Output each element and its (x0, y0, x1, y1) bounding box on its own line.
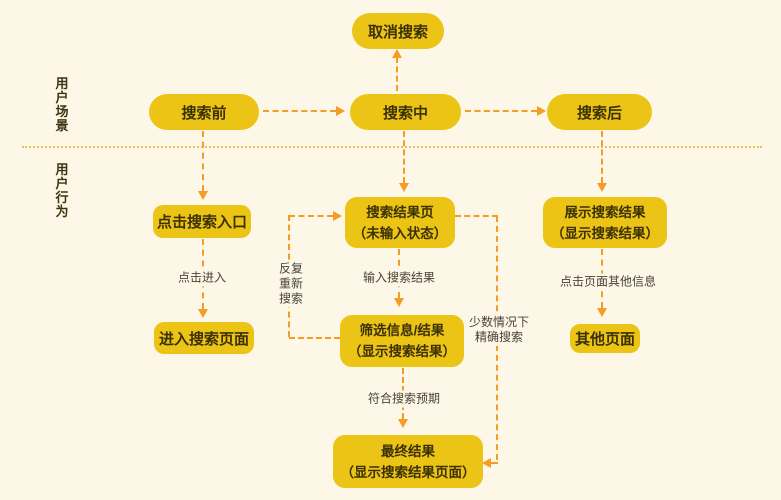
arrowhead-icon (198, 309, 208, 318)
node-click-search-entry: 点击搜索入口 (153, 205, 251, 238)
edge-label-line: 精确搜索 (474, 330, 524, 344)
arrowhead-icon (399, 183, 409, 192)
edge-line (465, 110, 537, 112)
edge-line (403, 131, 405, 183)
edge-line (263, 110, 336, 112)
arrowhead-icon (597, 183, 607, 192)
node-line: （显示搜索结果页面） (340, 464, 476, 480)
arrowhead-icon (394, 298, 404, 307)
node-cancel-search: 取消搜索 (352, 13, 444, 49)
arrowhead-icon (198, 191, 208, 200)
edge-line (289, 215, 333, 217)
edge-label-line: 少数情况下 (468, 315, 530, 329)
lane-label-user-scenario: 用户场景 (55, 76, 69, 133)
edge-label-line: 搜索 (278, 291, 304, 306)
edge-line (491, 462, 498, 464)
node-line: 搜索结果页 (366, 204, 434, 220)
node-other-page: 其他页面 (570, 324, 640, 353)
arrowhead-icon (333, 211, 342, 221)
lane-divider (22, 146, 762, 148)
edge-line (455, 215, 498, 217)
edge-label-input-results: 输入搜索结果 (359, 269, 439, 287)
arrowhead-icon (336, 106, 345, 116)
node-line: 展示搜索结果 (564, 204, 646, 220)
edge-label-line: 重新 (278, 276, 304, 291)
node-in-search: 搜索中 (350, 94, 461, 130)
edge-label-repeat-search: 反复 重新 搜索 (275, 260, 307, 308)
node-line: 筛选信息/结果 (359, 323, 445, 338)
arrowhead-icon (597, 308, 607, 317)
edge-line (289, 337, 340, 339)
edge-label-click-other-info: 点击页面其他信息 (556, 273, 660, 291)
edge-line (202, 131, 204, 191)
arrowhead-icon (398, 419, 408, 428)
node-line: （显示搜索结果） (551, 225, 659, 241)
node-enter-search-page: 进入搜索页面 (154, 322, 254, 354)
edge-label-meets-expectation: 符合搜索预期 (364, 390, 444, 408)
node-line: （显示搜索结果） (348, 344, 456, 359)
arrowhead-icon (482, 458, 491, 468)
edge-label-line: 反复 (278, 261, 304, 276)
edge-label-precise-search: 少数情况下 精确搜索 (465, 314, 533, 346)
edge-line (396, 57, 398, 91)
lane-label-user-behavior: 用户行为 (55, 162, 69, 219)
edge-line (601, 131, 603, 183)
node-post-search: 搜索后 (547, 94, 652, 130)
node-line: （未输入状态） (352, 225, 448, 241)
node-filter-results: 筛选信息/结果 （显示搜索结果） (340, 315, 464, 367)
node-search-results-page: 搜索结果页 （未输入状态） (345, 197, 455, 248)
node-final-result: 最终结果 （显示搜索结果页面） (333, 435, 483, 488)
node-show-search-results: 展示搜索结果 （显示搜索结果） (543, 197, 667, 248)
node-line: 最终结果 (381, 443, 435, 459)
node-pre-search: 搜索前 (149, 94, 259, 130)
arrowhead-icon (392, 49, 402, 58)
edge-label-click-enter: 点击进入 (174, 269, 230, 287)
arrowhead-icon (537, 106, 546, 116)
